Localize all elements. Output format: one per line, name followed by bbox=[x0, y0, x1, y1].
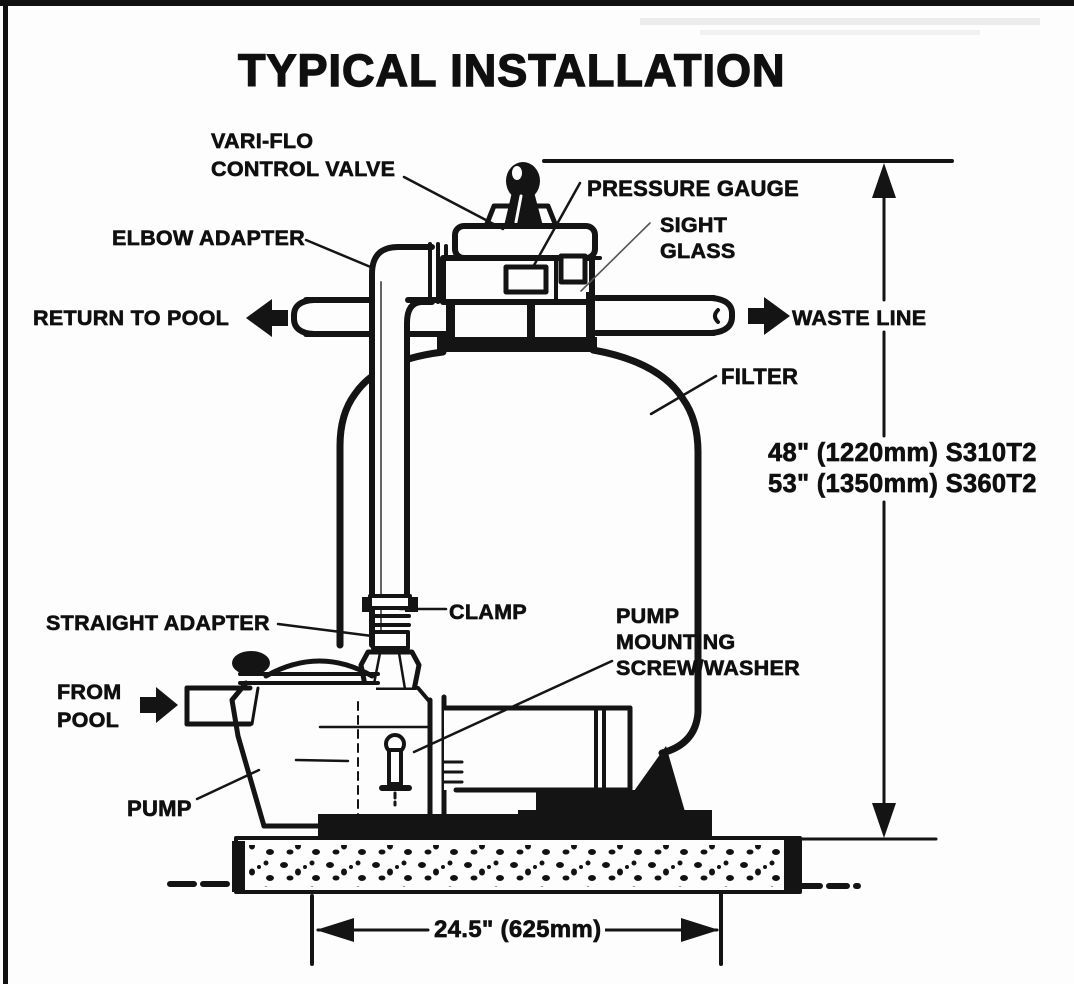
pressure-gauge-leader bbox=[531, 181, 582, 269]
height-dimension-models-label: 48" (1220mm) S310T2 53" (1350mm) S360T2 bbox=[768, 439, 1037, 498]
page-title: TYPICAL INSTALLATION bbox=[237, 44, 786, 96]
sight-glass-port bbox=[558, 253, 588, 285]
variflo-leader bbox=[402, 175, 505, 231]
width-dimension-label: 24.5" (625mm) bbox=[430, 915, 606, 946]
filter-leader bbox=[649, 374, 718, 416]
pressure-gauge-port bbox=[503, 264, 549, 295]
vari-flo-control-valve-label: VARI-FLO CONTROL VALVE bbox=[211, 129, 396, 181]
filter-label: FILTER bbox=[721, 364, 799, 390]
sight-glass-label: SIGHT GLASS bbox=[660, 213, 736, 263]
pump-leader bbox=[195, 768, 261, 801]
elbow-and-riser-pipe-drawing bbox=[358, 242, 448, 693]
straight-adapter-label: STRAIGHT ADAPTER bbox=[46, 611, 270, 636]
pump-label: PUMP bbox=[127, 796, 192, 822]
up-arrowhead-icon bbox=[872, 163, 896, 198]
mounting-screw-leader bbox=[412, 659, 614, 754]
from-pool-label: FROM POOL bbox=[57, 680, 122, 733]
sight-glass-leader bbox=[580, 222, 651, 292]
waste-line-label: WASTE LINE bbox=[792, 306, 927, 331]
down-arrowhead-icon bbox=[872, 803, 896, 838]
height-dimension-line bbox=[542, 159, 954, 841]
pump-drawing bbox=[184, 651, 712, 840]
width-dimension-line bbox=[310, 891, 723, 966]
straight-adapter-leader bbox=[276, 622, 374, 638]
clamp-label: CLAMP bbox=[449, 600, 527, 625]
return-to-pool-label: RETURN TO POOL bbox=[33, 306, 230, 331]
left-arrowhead-icon bbox=[316, 918, 354, 942]
return-to-pool-arrow-icon bbox=[246, 299, 288, 337]
flow-arrows bbox=[140, 297, 790, 723]
elbow-adapter-label: ELBOW ADAPTER bbox=[112, 226, 306, 251]
pump-mounting-screw-label: PUMP MOUNTING SCREW/WASHER bbox=[616, 604, 800, 681]
filter-tank-drawing bbox=[336, 346, 702, 757]
waste-line-arrow-icon bbox=[748, 297, 790, 335]
from-pool-arrow-icon bbox=[140, 687, 178, 723]
leader-lines bbox=[195, 175, 718, 801]
right-arrowhead-icon bbox=[681, 918, 719, 942]
elbow-adapter-leader bbox=[304, 238, 375, 270]
control-valve-drawing bbox=[437, 162, 602, 352]
pressure-gauge-label: PRESSURE GAUGE bbox=[587, 176, 800, 202]
tank-foot bbox=[612, 746, 688, 822]
concrete-slab bbox=[167, 836, 861, 894]
